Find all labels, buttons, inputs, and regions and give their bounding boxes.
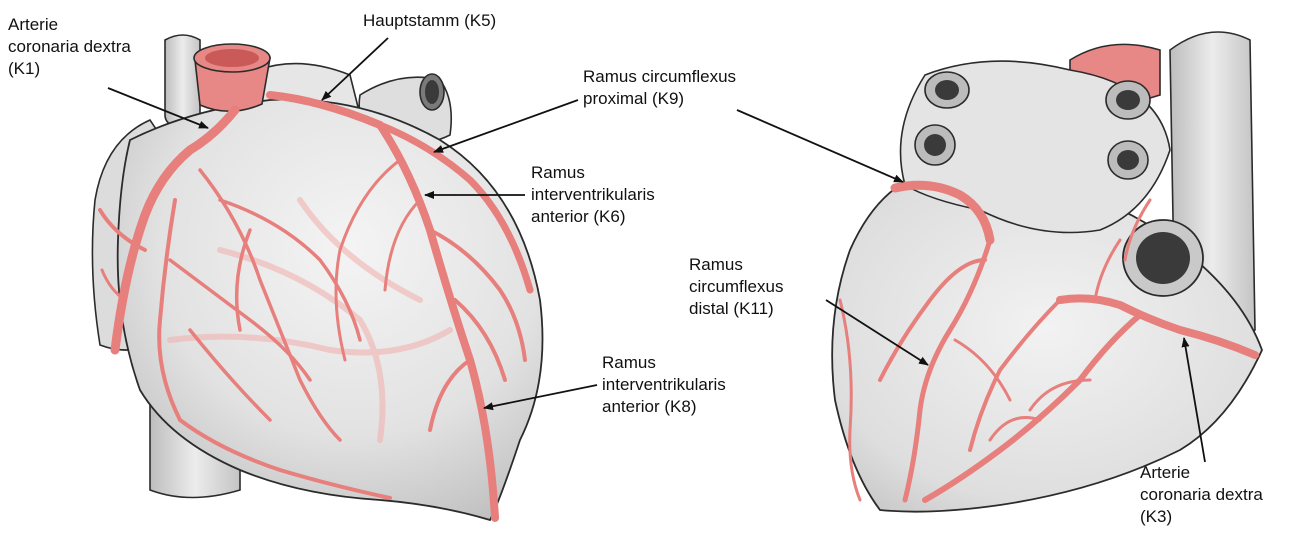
label-k5: Hauptstamm (K5) (363, 10, 496, 32)
leader-k9-right (737, 110, 903, 182)
label-k9: Ramus circumflexus proximal (K9) (583, 66, 736, 110)
label-k8: Ramus interventrikularis anterior (K8) (602, 352, 726, 418)
heart-anterior-view (92, 35, 542, 520)
label-k1: Arterie coronaria dextra (K1) (8, 14, 131, 80)
label-k11: Ramus circumflexus distal (K11) (689, 254, 783, 320)
heart-posterior-view (832, 32, 1262, 512)
vena-cava-superior (165, 35, 200, 128)
leader-k9 (434, 100, 578, 152)
label-k3: Arterie coronaria dextra (K3) (1140, 462, 1263, 528)
label-k6: Ramus interventrikularis anterior (K6) (531, 162, 655, 228)
